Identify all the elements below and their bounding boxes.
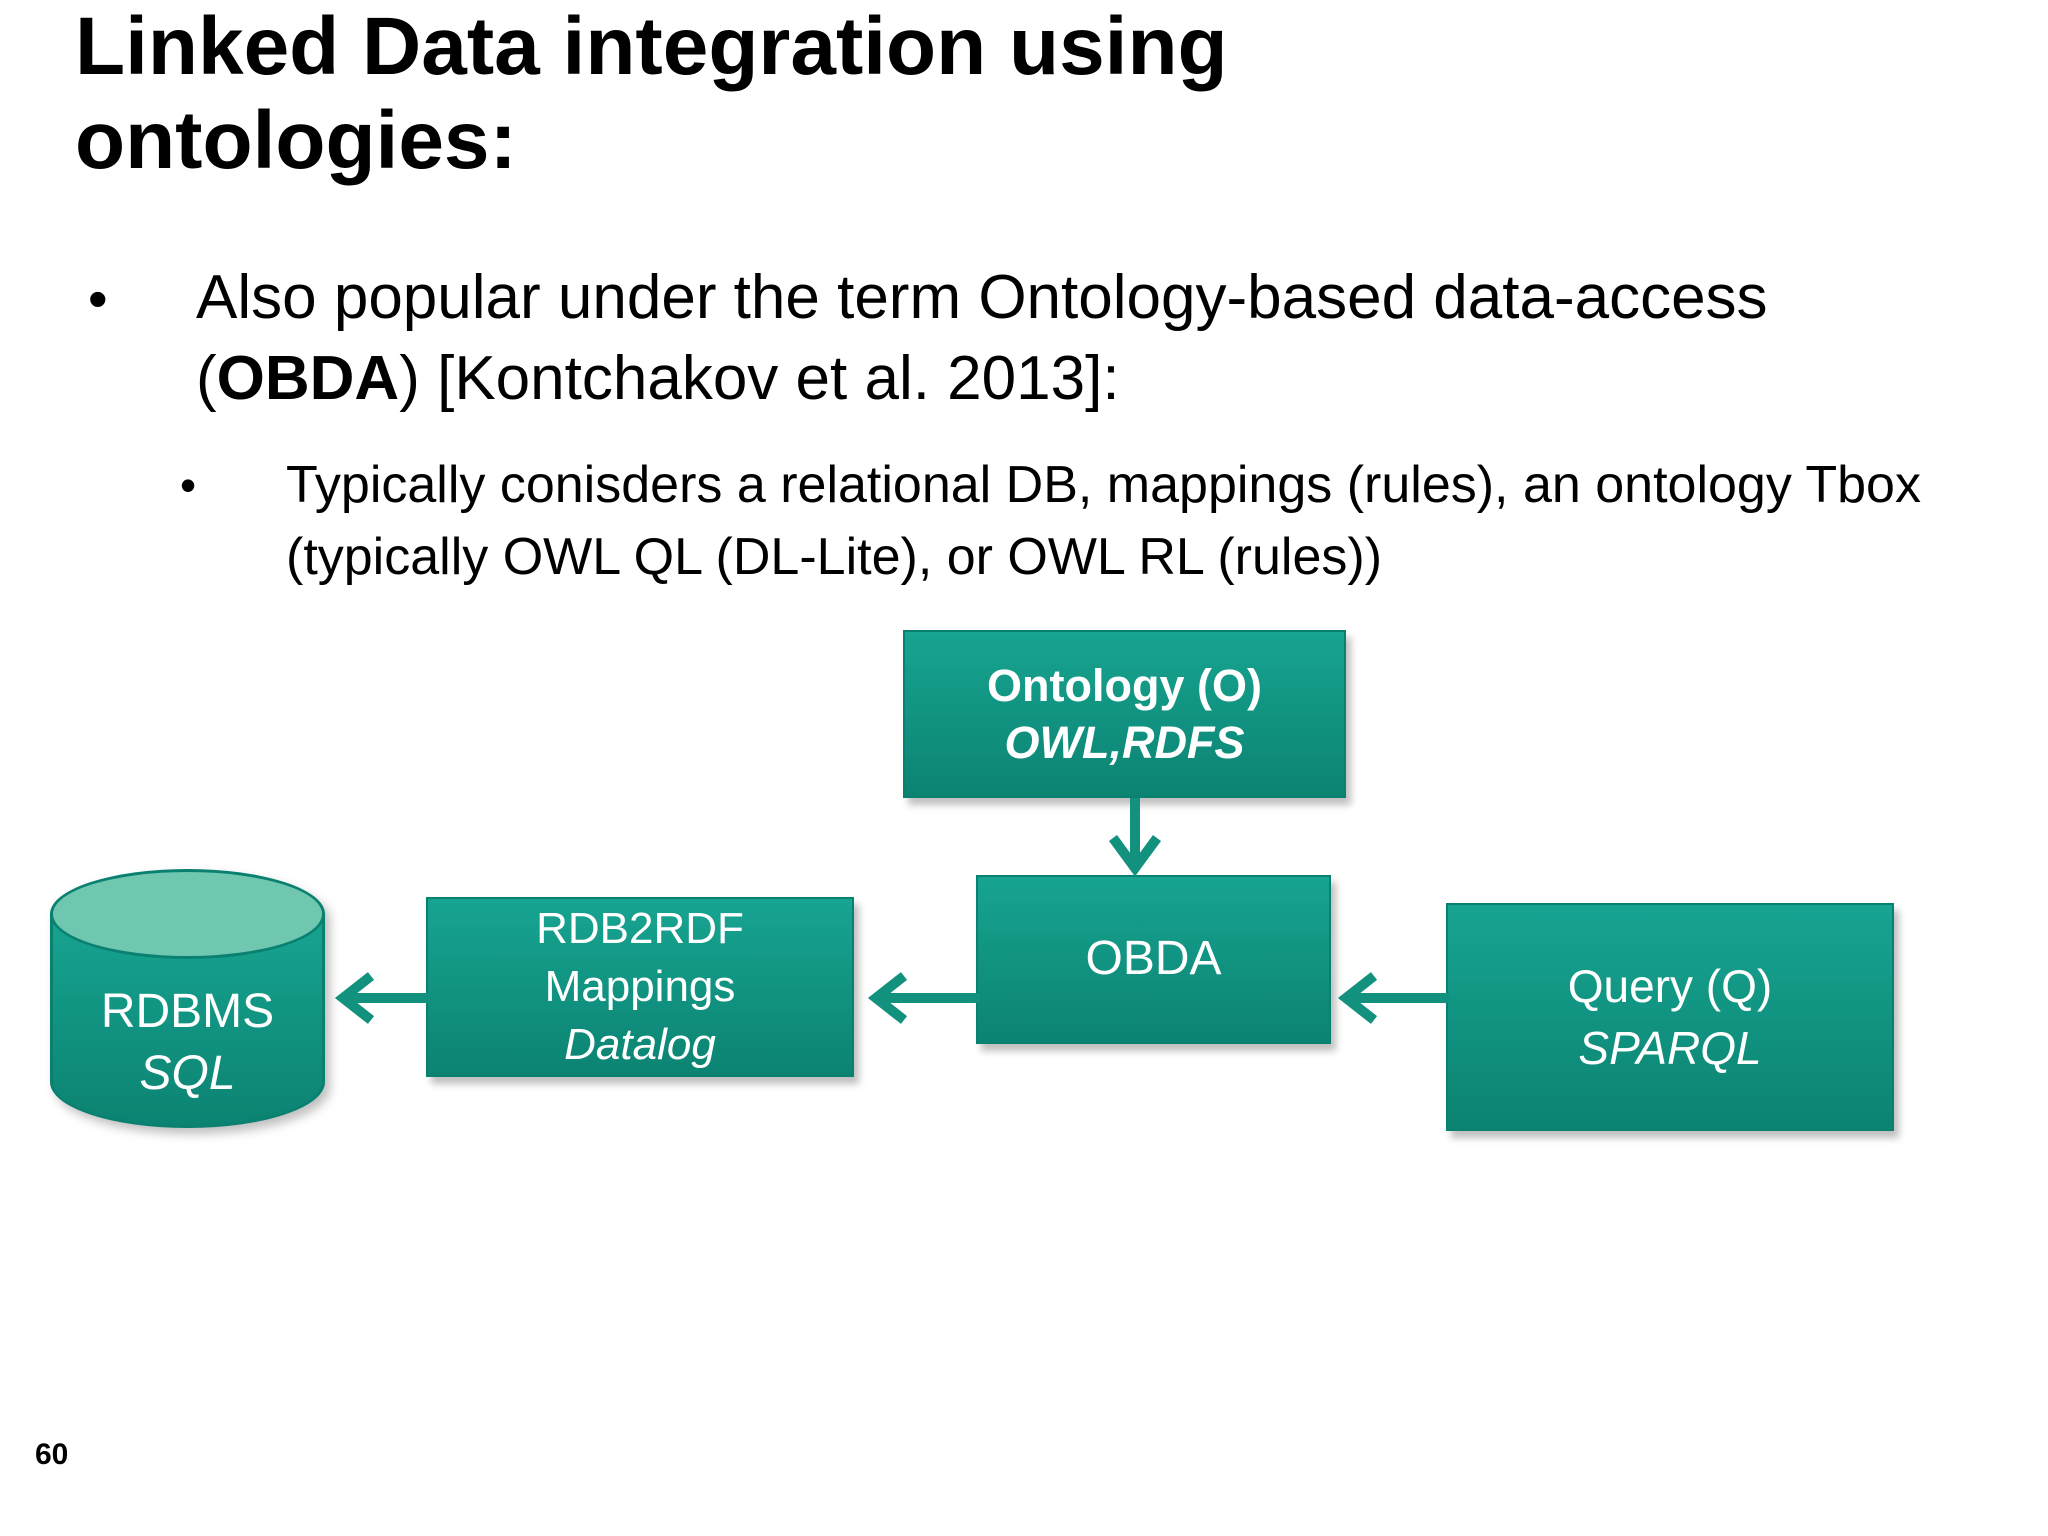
node-sublabel: Datalog (564, 1020, 716, 1070)
page-title: Linked Data integration using ontologies… (75, 1, 1228, 187)
arrow-ontology-to-obda-icon (1108, 798, 1162, 877)
bullet-text-segment: Also popular under the term Ontology-bas… (196, 263, 1768, 413)
arrow-query-to-obda-icon (1337, 972, 1450, 1024)
node-label: Ontology (O) (987, 659, 1262, 711)
node-label: Query (Q) (1567, 959, 1773, 1012)
node-label: OBDA (1085, 932, 1222, 986)
node-sublabel: OWL,RDFS (1004, 717, 1245, 768)
arrow-mappings-to-rdbms-icon (334, 972, 429, 1024)
node-label: Mappings (544, 961, 736, 1011)
arrow-head (334, 972, 375, 1024)
diagram-node-rdbms: RDBMS SQL (50, 869, 325, 1128)
diagram-node-mappings: RDB2RDF Mappings Datalog (426, 897, 854, 1077)
node-label: RDBMS (100, 984, 275, 1038)
node-sublabel: SPARQL (1578, 1022, 1762, 1074)
bullet-item-2: • Typically conisders a relational DB, m… (180, 450, 1980, 594)
diagram-node-query: Query (Q) SPARQL (1446, 903, 1894, 1131)
cylinder-lid (50, 869, 325, 959)
diagram-node-ontology: Ontology (O) OWL,RDFS (903, 630, 1346, 798)
arrow-head (1337, 972, 1378, 1024)
page-number: 60 (35, 1438, 69, 1471)
bullet-text-segment-bold: OBDA (216, 343, 400, 413)
bullet-item-1-text: Also popular under the term Ontology-bas… (196, 258, 1996, 419)
bullet-item-1: • Also popular under the term Ontology-b… (88, 258, 1998, 419)
bullet-item-2-text: Typically conisders a relational DB, map… (286, 456, 1921, 586)
node-sublabel: SQL (139, 1047, 236, 1100)
cylinder-label: RDBMS SQL (50, 964, 325, 1122)
bullet-marker: • (88, 267, 108, 330)
diagram-node-obda: OBDA (976, 875, 1331, 1044)
arrow-head (1108, 835, 1162, 877)
bullet-text-segment: ) [Kontchakov et al. 2013]: (399, 343, 1120, 413)
bullet-marker: • (180, 459, 197, 511)
arrow-head (867, 972, 908, 1024)
arrow-obda-to-mappings-icon (867, 972, 980, 1024)
node-label: RDB2RDF (536, 903, 744, 953)
